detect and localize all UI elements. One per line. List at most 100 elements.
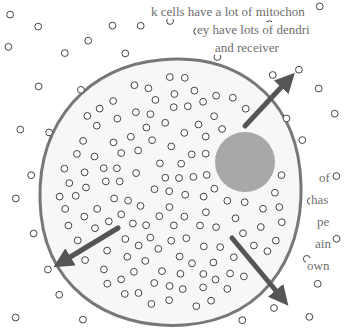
molecule-dot — [56, 193, 63, 200]
molecule-dot — [83, 184, 90, 191]
molecule-dot — [203, 172, 210, 179]
molecule-dot — [157, 160, 164, 167]
molecule-dot — [200, 243, 207, 250]
molecule-dot — [203, 209, 210, 216]
molecule-dot — [272, 189, 279, 196]
molecule-dot — [257, 224, 264, 231]
molecule-dot — [101, 266, 108, 273]
molecule-dot — [227, 270, 234, 277]
molecule-dot — [133, 170, 140, 177]
molecule-dot — [72, 192, 79, 199]
molecule-dot — [272, 237, 279, 244]
molecule-dot — [114, 115, 121, 122]
molecule-dot — [200, 193, 207, 200]
molecule-dot — [104, 280, 111, 287]
molecule-dot — [135, 147, 142, 154]
molecule-dot — [260, 205, 267, 212]
molecule-dot — [166, 188, 173, 195]
molecule-dot — [110, 139, 117, 146]
molecule-dot — [224, 197, 231, 204]
molecule-dot — [171, 91, 178, 98]
molecule-dot — [189, 260, 196, 267]
molecule-dot — [264, 248, 271, 255]
page-text-fragment: pe — [316, 214, 330, 229]
molecule-dot — [82, 257, 89, 264]
page-text-fragment: ey have lots of dendri — [196, 22, 311, 37]
molecule-dot — [229, 94, 236, 101]
molecule-dot — [152, 97, 159, 104]
molecule-dot — [251, 242, 258, 249]
molecule-dot — [131, 82, 138, 89]
page-text-fragment: ain — [314, 236, 332, 251]
molecule-dot — [17, 126, 24, 133]
molecule-dot — [200, 98, 207, 105]
molecule-dot — [148, 301, 155, 308]
molecule-dot — [179, 286, 186, 293]
molecule-dot — [239, 317, 246, 324]
molecule-dot — [191, 87, 198, 94]
molecule-dot — [195, 121, 202, 128]
molecule-dot — [147, 111, 154, 118]
molecule-dot — [61, 165, 68, 172]
molecule-dot — [333, 235, 340, 242]
molecule-dot — [35, 83, 42, 90]
molecule-dot — [65, 222, 72, 229]
molecule-dot — [66, 180, 73, 187]
molecule-dot — [109, 22, 116, 29]
page-text-fragment: own — [306, 258, 330, 273]
molecule-dot — [278, 172, 285, 179]
molecule-dot — [162, 174, 169, 181]
molecule-dot — [176, 253, 183, 260]
molecule-dot — [12, 314, 19, 321]
molecule-dot — [133, 109, 140, 116]
molecule-dot — [122, 236, 129, 243]
molecule-dot — [202, 150, 209, 157]
molecule-dot — [130, 220, 137, 227]
molecule-dot — [212, 276, 219, 283]
molecule-dot — [12, 195, 19, 202]
molecule-dot — [135, 242, 142, 249]
molecule-dot — [177, 270, 184, 277]
molecule-dot — [241, 273, 248, 280]
molecule-dot — [182, 191, 189, 198]
molecule-dot — [143, 124, 150, 131]
page-text-fragment: has — [310, 192, 329, 207]
molecule-dot — [283, 115, 290, 122]
molecule-dot — [162, 119, 169, 126]
molecule-dot — [269, 72, 276, 79]
molecule-dot — [56, 291, 63, 298]
molecule-dot — [137, 203, 144, 210]
molecule-dot — [240, 230, 247, 237]
molecule-dot — [102, 178, 109, 185]
molecule-dot — [93, 122, 100, 129]
molecule-dot — [94, 206, 101, 213]
molecule-dot — [151, 186, 158, 193]
molecule-dot — [118, 276, 125, 283]
molecule-dot — [171, 222, 178, 229]
molecule-dot — [28, 172, 35, 179]
molecule-dot — [166, 283, 173, 290]
diffusion-arrows — [62, 80, 288, 298]
molecule-dot — [241, 199, 248, 206]
molecule-dot — [166, 297, 173, 304]
molecule-dot — [125, 197, 132, 204]
molecule-dot — [100, 165, 107, 172]
page-text-fragment: k cells have a lot of mitochon — [150, 4, 306, 19]
molecule-dot — [61, 50, 68, 57]
molecule-dot — [30, 230, 37, 237]
molecule-dot — [181, 213, 188, 220]
molecule-dot — [331, 110, 338, 117]
page-text-fragment: and receiver — [214, 40, 280, 55]
molecule-dot — [104, 247, 111, 254]
molecule-dot — [184, 103, 191, 110]
molecule-dot — [316, 3, 323, 10]
molecule-dot — [170, 104, 177, 111]
cell-membrane — [40, 59, 301, 325]
molecule-dot — [315, 85, 322, 92]
molecule-dot — [276, 204, 283, 211]
molecule-dot — [85, 37, 92, 44]
molecule-dot — [114, 165, 121, 172]
molecule-dot — [230, 254, 237, 261]
nucleus — [215, 132, 275, 192]
